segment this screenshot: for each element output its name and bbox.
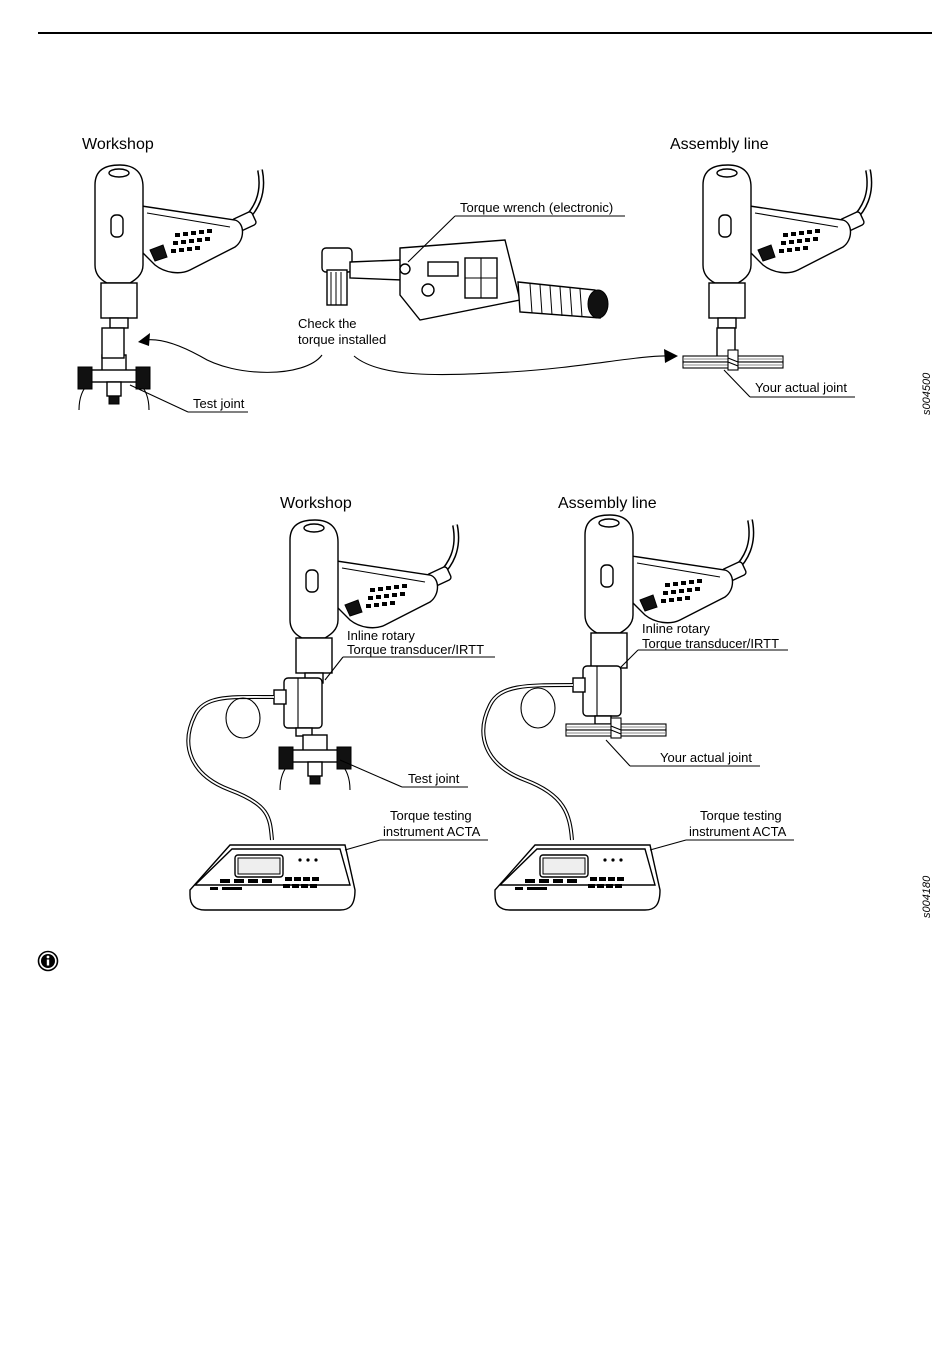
fig2-workshop-inline-line2: Torque transducer/IRTT xyxy=(347,642,484,657)
fig1-assembly-line-label: Assembly line xyxy=(670,136,769,153)
fig2-assembly-screwdriver xyxy=(585,515,751,678)
fig2-assembly-inline-line1: Inline rotary xyxy=(642,621,710,636)
arrow-to-assembly xyxy=(353,355,669,376)
fig2-assembly-acta-line2: instrument ACTA xyxy=(689,824,787,839)
fig1-test-joint xyxy=(77,354,151,411)
fig2-assembly-acta-line1: Torque testing xyxy=(700,808,782,823)
fig1-test-joint-label: Test joint xyxy=(193,396,245,411)
arrow-head-right-icon xyxy=(664,349,678,363)
info-icon xyxy=(37,950,59,972)
check-label-line1: Check the xyxy=(298,316,357,331)
fig1-actual-joint xyxy=(682,349,784,371)
fig2-workshop-acta-line2: instrument ACTA xyxy=(383,824,481,839)
fig2-actual-joint xyxy=(565,717,667,739)
fig2-workshop-screwdriver xyxy=(290,520,456,683)
fig2-workshop-inline-line1: Inline rotary xyxy=(347,628,415,643)
fig1-code: s004500 xyxy=(921,372,933,415)
fig2-assembly-line-label: Assembly line xyxy=(558,495,657,512)
arrow-head-left-icon xyxy=(138,333,150,346)
header-rule xyxy=(38,32,932,34)
check-label-line2: torque installed xyxy=(298,332,386,347)
fig2-assembly-inline-line2: Torque transducer/IRTT xyxy=(642,636,779,651)
fig2-test-joint-label: Test joint xyxy=(408,771,460,786)
fig1-workshop-label: Workshop xyxy=(82,136,154,153)
fig2-assembly-irtt xyxy=(572,665,622,725)
fig2-workshop-label: Workshop xyxy=(280,495,352,512)
fig2-code: s004180 xyxy=(921,875,933,918)
torque-wrench xyxy=(321,239,609,321)
fig2-test-joint xyxy=(278,734,352,791)
fig1-assembly-screwdriver xyxy=(703,165,869,328)
fig2-assembly-acta xyxy=(494,844,661,911)
arrow-to-workshop xyxy=(144,339,323,373)
fig2-actual-joint-label: Your actual joint xyxy=(660,750,752,765)
fig1-workshop-screwdriver xyxy=(95,165,261,328)
fig2-workshop-irtt xyxy=(273,677,323,737)
torque-wrench-label: Torque wrench (electronic) xyxy=(460,200,613,215)
fig2-workshop-acta-line1: Torque testing xyxy=(390,808,472,823)
fig1-actual-joint-label: Your actual joint xyxy=(755,380,847,395)
fig2-workshop-acta xyxy=(189,844,356,911)
